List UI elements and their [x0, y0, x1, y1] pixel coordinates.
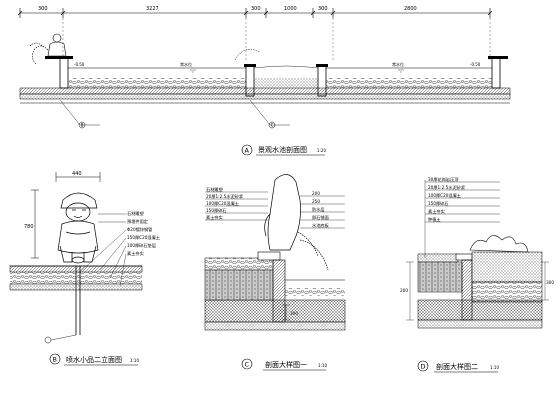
- view-d-dim-lines: [406, 261, 549, 321]
- view-d-note-3: 100厚C20混凝土: [428, 192, 461, 199]
- view-a-elevation-1: -0.50: [74, 62, 85, 67]
- view-b-note-5: 100厚碎石垫层: [127, 242, 156, 249]
- view-a-dim-2: 3227: [146, 6, 159, 12]
- view-a-pebble-bed-left: [68, 78, 246, 88]
- view-a: 300 3227 300 1000 300 2800: [17, 6, 511, 156]
- view-d-note-1: 30厚花岗岩压顶: [428, 176, 459, 183]
- view-b-id: B: [53, 356, 57, 364]
- view-c-note-6: 防水层: [312, 206, 325, 213]
- view-a-id: A: [245, 147, 250, 155]
- view-a-base-layers: [19, 87, 511, 104]
- view-b-note-leaders: [79, 213, 127, 287]
- view-c-note-3: 100厚C20混凝土: [206, 200, 239, 207]
- view-a-planter-soil: [254, 78, 318, 88]
- view-a-title: 景观水池剖面图: [258, 145, 307, 154]
- view-a-leaders: [59, 99, 290, 126]
- view-c-id: C: [245, 361, 250, 369]
- view-c-note-leaders-right: [300, 195, 345, 229]
- view-c-title: 剖面大样图一: [265, 360, 307, 369]
- view-d-note-4: 150厚碎石: [428, 200, 449, 207]
- view-a-dim-5: 300: [318, 6, 328, 12]
- view-d-note-leaders: [424, 180, 500, 258]
- view-a-water-ticks: [190, 69, 404, 73]
- view-a-fountain-figure: [29, 33, 67, 65]
- view-c-title-circle: [241, 358, 253, 370]
- view-d-note-5: 素土夯实: [428, 208, 445, 215]
- view-c-structure: [204, 251, 346, 331]
- view-a-dim-4: 1000: [284, 6, 297, 12]
- view-a-water-label-1: 常水位: [180, 61, 192, 67]
- view-a-dim-6: 2800: [404, 6, 417, 12]
- view-a-elevation-2: -0.50: [470, 62, 481, 67]
- view-d-note-2: 20厚1:2.5水泥砂浆: [428, 184, 466, 191]
- view-d-scale: 1:10: [490, 365, 499, 370]
- view-c-dim-3: 300: [290, 311, 298, 316]
- view-d-title-circle: [417, 360, 429, 372]
- view-d-dim-1: 200: [400, 288, 408, 293]
- view-b-dimension-vertical: [31, 189, 39, 259]
- view-b-note-4: 150厚C20混凝土: [127, 234, 160, 241]
- view-d-structure: [417, 251, 543, 329]
- view-d-note-6: 种植土: [428, 216, 441, 223]
- view-b: 440 780: [9, 171, 160, 366]
- view-c-dim-2: 250: [312, 199, 320, 204]
- view-b-dim-width: 440: [72, 171, 82, 177]
- view-c-statue: [264, 174, 329, 271]
- view-a-callout-c-label: C: [271, 123, 274, 128]
- view-c-note-5: 素土夯实: [206, 214, 223, 221]
- view-b-dim-height: 780: [24, 224, 34, 230]
- view-b-note-6: 素土夯实: [127, 250, 144, 257]
- view-a-dim-1: 300: [38, 6, 48, 12]
- view-c-scale: 1:10: [318, 363, 327, 368]
- view-c-note-2: 20厚1:2.5水泥砂浆: [206, 193, 244, 200]
- view-a-scale: 1:20: [317, 148, 326, 153]
- view-a-dimension-line: [17, 8, 493, 18]
- view-b-pipe-leader: [50, 334, 77, 341]
- view-c-dim-1: 200: [312, 191, 320, 196]
- view-c-note-leaders: [205, 191, 268, 221]
- view-d-dim-2: 300: [546, 280, 554, 285]
- view-a-callout-c: [268, 121, 276, 129]
- view-b-note-1: 石材雕塑: [127, 210, 144, 217]
- view-d-shrub: [469, 235, 529, 253]
- view-b-title-circle: [49, 353, 61, 365]
- view-d: 30厚花岗岩压顶 20厚1:2.5水泥砂浆 100厚C20混凝土 150厚碎石 …: [400, 176, 554, 373]
- view-c: 石材雕塑 20厚1:2.5水泥砂浆 100厚C20混凝土 150厚碎石 素土夯实…: [204, 174, 346, 371]
- view-d-title: 剖面大样图二: [436, 362, 478, 371]
- view-c-note-4: 150厚碎石: [206, 207, 227, 214]
- view-c-note-8: 水池底板: [312, 222, 330, 229]
- view-c-note-7: 卵石铺面: [312, 214, 329, 221]
- view-a-water-label-2: 常水位: [392, 61, 404, 67]
- view-b-statue: [57, 192, 99, 264]
- view-a-callout-b-label: B: [81, 123, 84, 128]
- view-d-id: D: [421, 363, 426, 371]
- view-a-title-circle: [241, 144, 253, 156]
- view-a-callout-b: [78, 121, 86, 129]
- view-b-dimension-line: [55, 172, 101, 182]
- view-c-dim-lines: [282, 304, 290, 321]
- view-a-guide-lines: [62, 18, 491, 60]
- view-b-pipe-marker: [44, 336, 52, 344]
- view-b-note-2: 预埋件固定: [127, 218, 148, 225]
- view-a-dim-3: 300: [251, 6, 261, 12]
- view-a-pebble-bed-right: [326, 78, 492, 88]
- view-c-note-1: 石材雕塑: [206, 186, 223, 193]
- view-b-note-3: Φ20镀锌钢管: [127, 226, 152, 233]
- view-b-scale: 1:10: [130, 358, 139, 363]
- view-b-title: 喷水小品二立面图: [66, 355, 122, 364]
